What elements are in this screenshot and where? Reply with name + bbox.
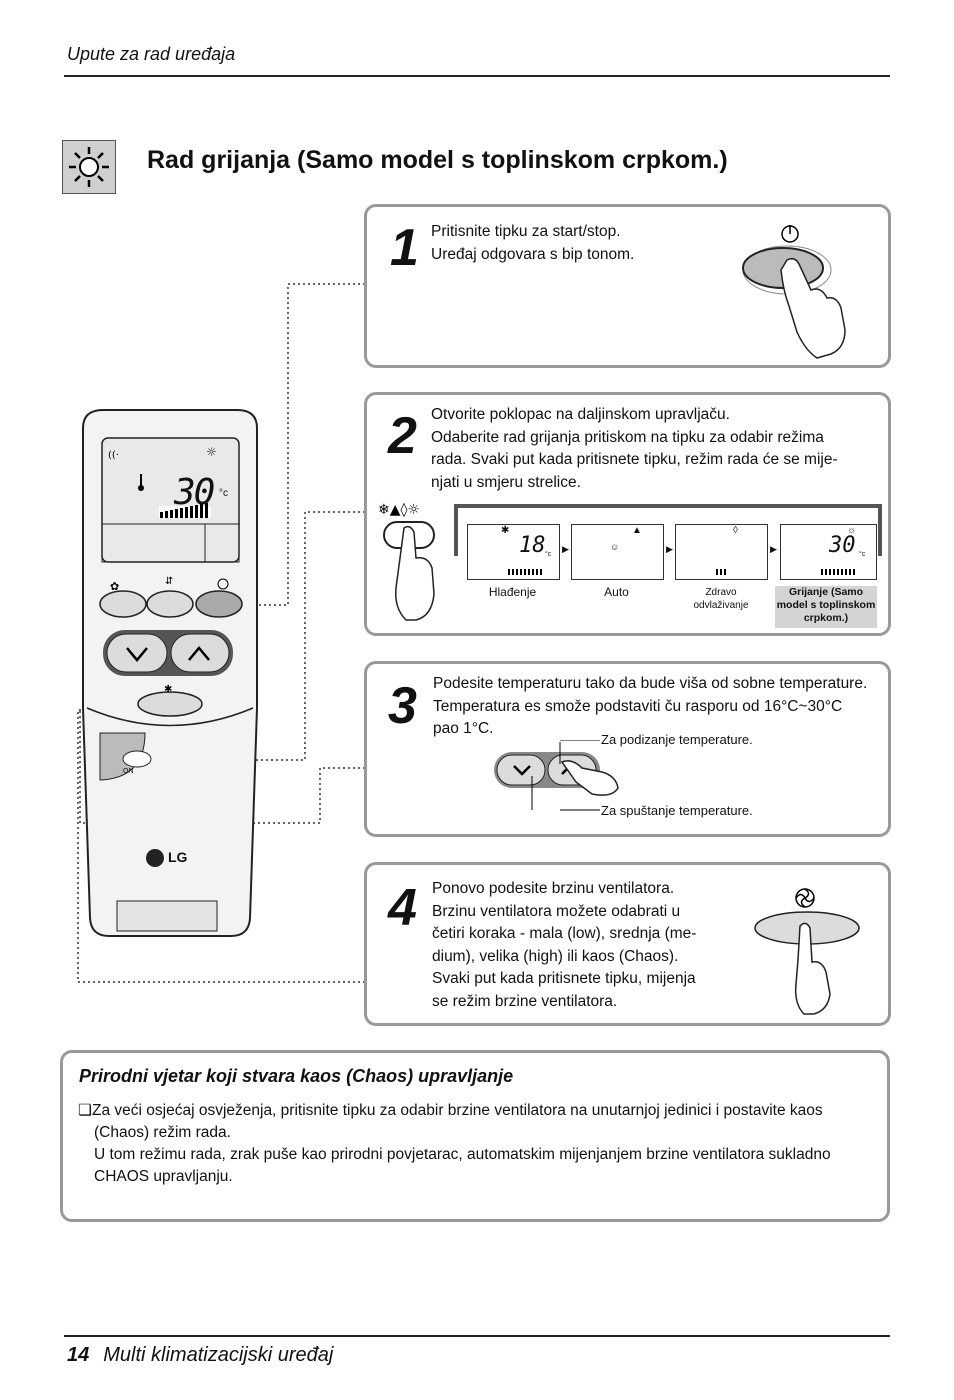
step-2-number: 2: [388, 407, 417, 465]
step-2-text: Otvorite poklopac na daljinskom upravlja…: [431, 406, 838, 491]
remote-brand-logo: LG: [168, 849, 188, 865]
step-1-text: Pritisnite tipku za start/stop.Uređaj od…: [431, 223, 635, 263]
svg-text:✿: ✿: [110, 580, 119, 593]
checkbox-bullet-icon: ❏: [78, 1102, 92, 1119]
chaos-note-box: [60, 1050, 890, 1222]
mode-button-illustration: ❄▲◊☼: [376, 498, 448, 627]
remote-display-temp: 30: [174, 472, 215, 513]
svg-text:❄▲◊☼: ❄▲◊☼: [378, 502, 420, 518]
mode-screen-dry: ◊: [675, 524, 768, 580]
temperature-buttons-illustration: [492, 742, 622, 825]
footer-rule: [64, 1335, 890, 1337]
temp-up-label: Za podizanje temperature.: [601, 732, 753, 747]
label-leader-lines: [560, 740, 600, 811]
step-4-number: 4: [388, 879, 417, 937]
mode-label-auto: Auto: [604, 585, 629, 599]
page-footer: 14 Multi klimatizacijski uređaj: [67, 1344, 333, 1367]
step-3-box: [364, 661, 891, 837]
remote-control: ☼ ((· ⇵ ✿ ✱ 30 °c LG ON: [75, 408, 265, 940]
mode-arrow-3: ▶: [770, 544, 777, 554]
mode-label-cooling: Hlađenje: [488, 585, 537, 599]
step-3-number: 3: [388, 677, 417, 735]
mode-cycle-arrow: [454, 504, 882, 556]
sun-icon: [62, 140, 116, 194]
page-header: Upute za rad uređaja: [67, 44, 236, 64]
step-1-number: 1: [390, 219, 419, 277]
svg-text:((·: ((·: [108, 450, 119, 461]
svg-text:✱: ✱: [164, 684, 172, 695]
section-title: Rad grijanja (Samo model s toplinskom cr…: [147, 146, 728, 174]
mode-screen-cooling: ✱ 18 °c: [467, 524, 560, 580]
chaos-note-title: Prirodni vjetar koji stvara kaos (Chaos)…: [79, 1066, 514, 1086]
mode-label-heating: Grijanje (Samo model s toplinskom crpkom…: [775, 586, 877, 628]
header-rule: [64, 75, 890, 77]
mode-label-dry: Zdravo odvlaživanje: [693, 587, 749, 611]
footer-title: Multi klimatizacijski uređaj: [103, 1344, 334, 1366]
chaos-note-text: ❏Za veći osjećaj osvježenja, pritisnite …: [78, 1102, 831, 1185]
fan-button-illustration: [750, 880, 870, 1021]
svg-text:☼: ☼: [206, 445, 217, 459]
mode-arrow-1: ▶: [562, 544, 569, 554]
step-3-text: Podesite temperaturu tako da bude viša o…: [433, 675, 868, 737]
remote-switch-label: ON: [123, 768, 134, 775]
mode-arrow-2: ▶: [666, 544, 673, 554]
mode-screen-auto: ▲ ☺: [571, 524, 664, 580]
temp-down-label: Za spuštanje temperature.: [601, 803, 753, 818]
power-button-illustration: [735, 220, 865, 365]
page-number: 14: [67, 1344, 90, 1366]
step-4-text: Ponovo podesite brzinu ventilatora.Brzin…: [432, 880, 697, 1010]
mode-screen-heating: ☼ 30 °c: [780, 524, 877, 580]
svg-text:⇵: ⇵: [165, 576, 173, 587]
remote-display-unit: °c: [219, 488, 228, 499]
